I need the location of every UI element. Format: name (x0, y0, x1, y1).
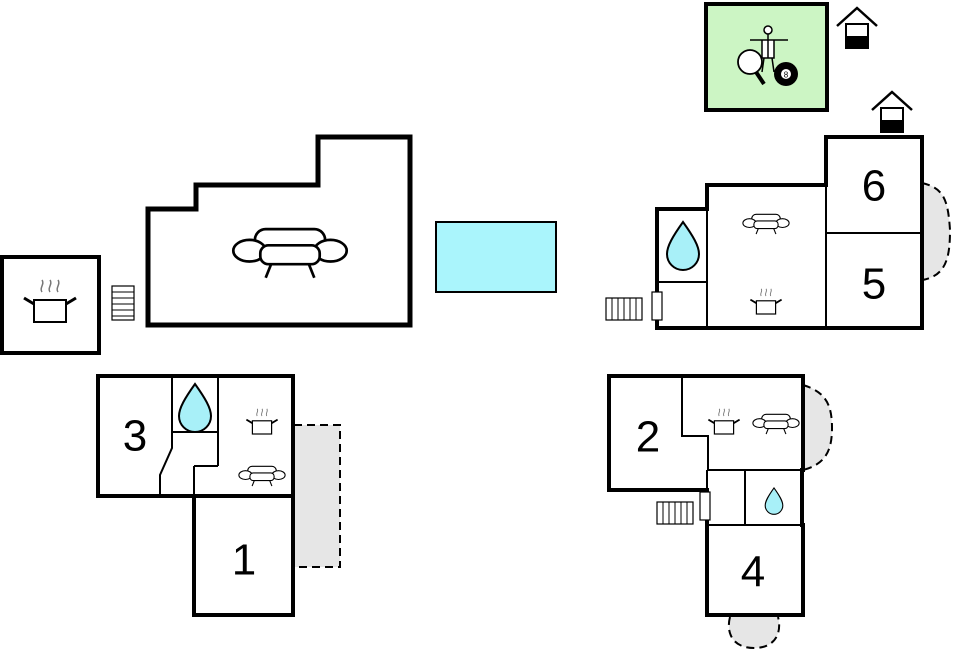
room-label-1: 1 (232, 536, 256, 585)
fitness-icon (750, 25, 788, 73)
terrace-area (921, 182, 952, 281)
outdoor-kitchen (0, 255, 101, 355)
stairs-icon (605, 297, 643, 321)
terrace-area (802, 384, 834, 471)
pool (435, 221, 557, 293)
room-label-5: 5 (862, 260, 886, 309)
table-tennis-icon (737, 49, 766, 86)
room-label-3: 3 (123, 412, 147, 461)
door (651, 291, 663, 321)
stairs-icon (111, 285, 135, 321)
terrace-area (294, 424, 341, 568)
room-label-4: 4 (741, 548, 765, 597)
terrace-area (727, 616, 781, 650)
house-entrance-icon (870, 90, 914, 134)
stairs-icon (656, 501, 694, 525)
house-entrance-icon (835, 6, 879, 50)
room-label-6: 6 (862, 162, 886, 211)
billiard-ball-number: 8 (784, 71, 789, 80)
door (699, 491, 711, 521)
room-label-2: 2 (636, 413, 660, 462)
billiard-ball-icon: 8 (774, 62, 798, 86)
